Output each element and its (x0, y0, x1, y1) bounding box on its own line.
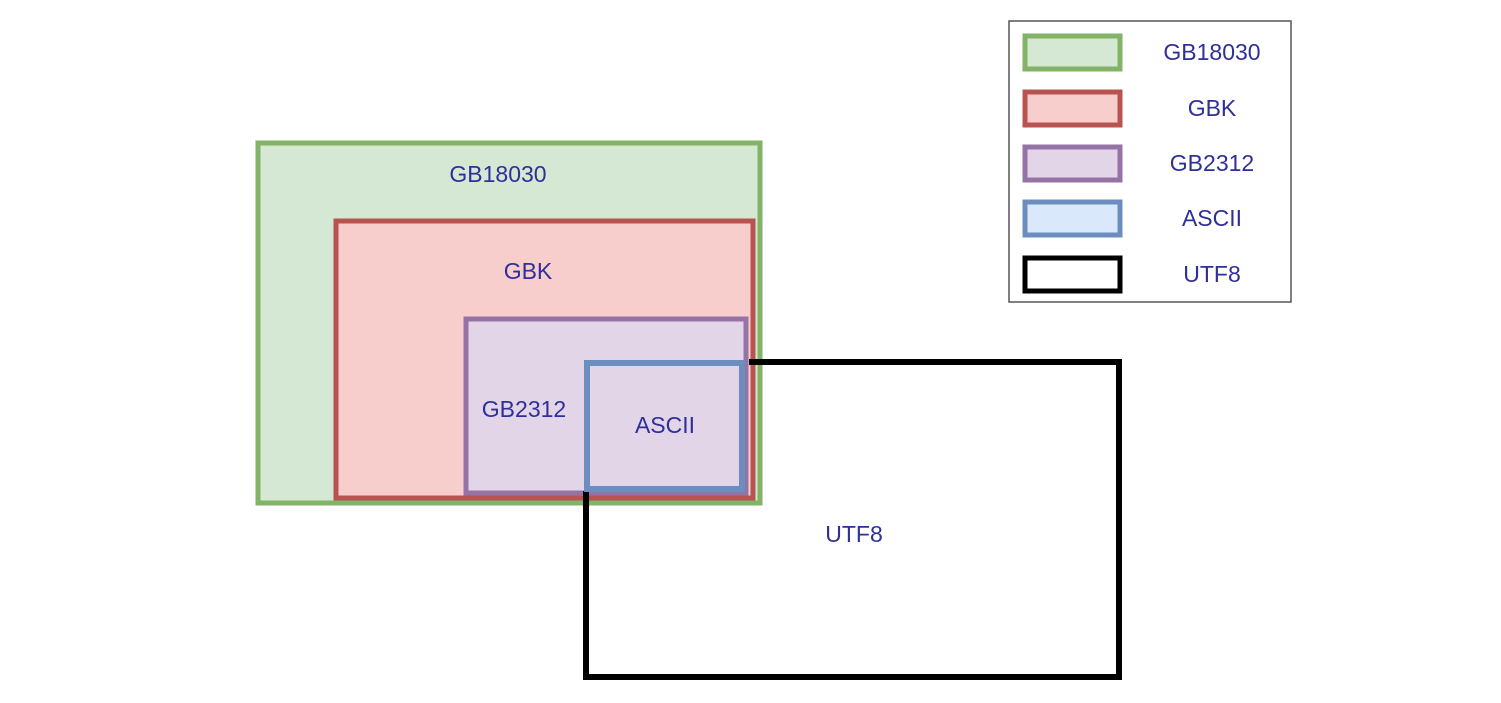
legend-label-utf8: UTF8 (1183, 261, 1241, 287)
set-gb2312-label: GB2312 (482, 396, 566, 422)
set-utf8-label: UTF8 (825, 521, 883, 547)
legend-label-ascii: ASCII (1182, 205, 1242, 231)
legend-swatch-gbk (1022, 89, 1123, 128)
legend: GB18030 GBK GB2312 ASCII UTF8 (1008, 20, 1292, 303)
legend-swatch-gb18030 (1022, 33, 1123, 72)
legend-swatch-utf8 (1022, 255, 1123, 294)
legend-swatch-ascii (1022, 199, 1123, 238)
set-utf8-outline (583, 359, 1122, 680)
set-ascii-label: ASCII (635, 412, 695, 438)
legend-swatch-gb2312 (1022, 144, 1123, 183)
set-gbk-label: GBK (504, 258, 553, 284)
legend-label-gbk: GBK (1188, 95, 1237, 121)
legend-label-gb2312: GB2312 (1170, 150, 1254, 176)
legend-label-gb18030: GB18030 (1163, 39, 1260, 65)
set-gb18030-label: GB18030 (449, 161, 546, 187)
set-ascii-box (584, 360, 745, 492)
